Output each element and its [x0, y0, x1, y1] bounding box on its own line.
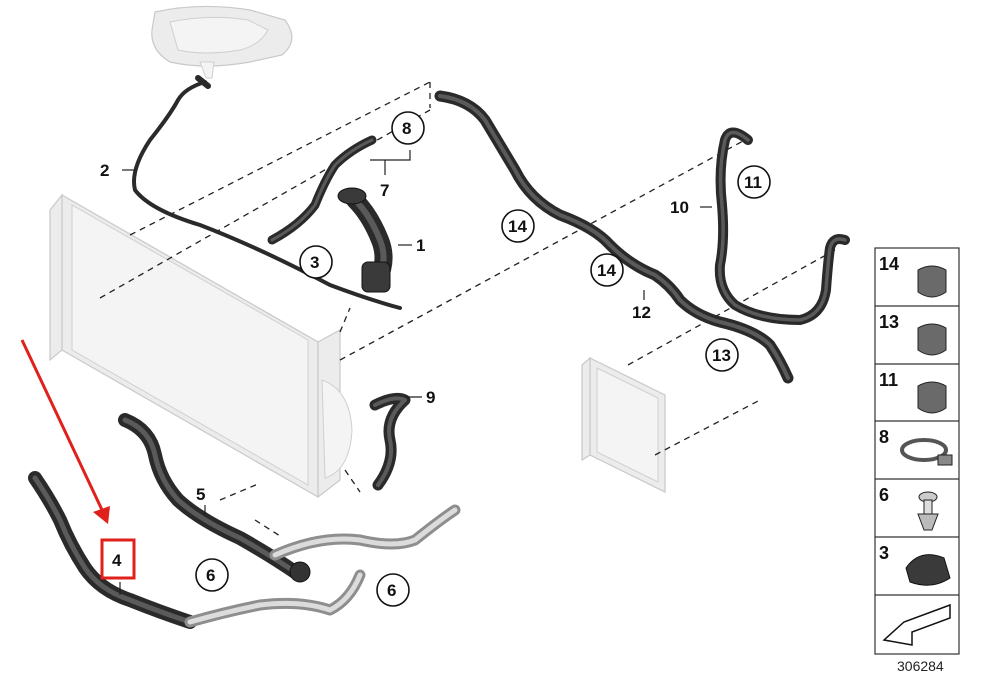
push-rivet-icon: [917, 491, 939, 531]
label-1: 1: [416, 236, 425, 255]
legend-11: 11: [879, 370, 898, 390]
clamp-icon: [917, 323, 947, 356]
legend-3: 3: [879, 543, 889, 563]
legend-14: 14: [879, 254, 899, 274]
hose-clamp-icon: [900, 438, 953, 466]
label-14b: 14: [597, 261, 616, 280]
label-6b: 6: [387, 581, 396, 600]
highlight-box: [100, 538, 136, 580]
legend-8: 8: [879, 427, 889, 447]
hose-3: [267, 135, 377, 245]
label-9: 9: [426, 388, 435, 407]
label-7: 7: [380, 181, 389, 200]
legend-6: 6: [879, 485, 889, 505]
document-number: 306284: [897, 658, 944, 674]
expansion-tank: [151, 5, 293, 79]
legend: 14 13 11 8 6 3: [874, 247, 960, 655]
auxiliary-radiator: [581, 356, 666, 493]
hose-9: [369, 392, 411, 491]
clamp-icon: [917, 381, 947, 414]
hose-5: [118, 413, 461, 583]
label-4: 4: [112, 551, 122, 570]
label-13: 13: [712, 346, 731, 365]
clamp-icon: [917, 265, 947, 298]
label-8: 8: [402, 119, 411, 138]
hose-upper-right: [434, 90, 794, 384]
label-6a: 6: [206, 566, 215, 585]
label-14a: 14: [508, 217, 527, 236]
label-2: 2: [100, 161, 109, 180]
dashed-guides: [99, 81, 836, 537]
callout-labels: 2 1 7 9 10 12 5 8 3 11 14 14 13 6 6 4: [100, 111, 771, 607]
label-10: 10: [670, 198, 689, 217]
hose-10: [714, 127, 850, 325]
next-page-arrow-icon: [882, 603, 951, 646]
hose-1: [337, 187, 393, 293]
hose-2: [132, 75, 402, 310]
label-12: 12: [632, 303, 651, 322]
radiator: [49, 193, 353, 499]
label-5: 5: [196, 485, 205, 504]
clip-icon: [905, 554, 951, 586]
hose-4: [28, 471, 366, 629]
label-3: 3: [310, 253, 319, 272]
leader-lines: [119, 150, 712, 595]
legend-13: 13: [879, 312, 899, 332]
label-11: 11: [744, 173, 762, 192]
red-arrow-icon: [20, 339, 110, 524]
